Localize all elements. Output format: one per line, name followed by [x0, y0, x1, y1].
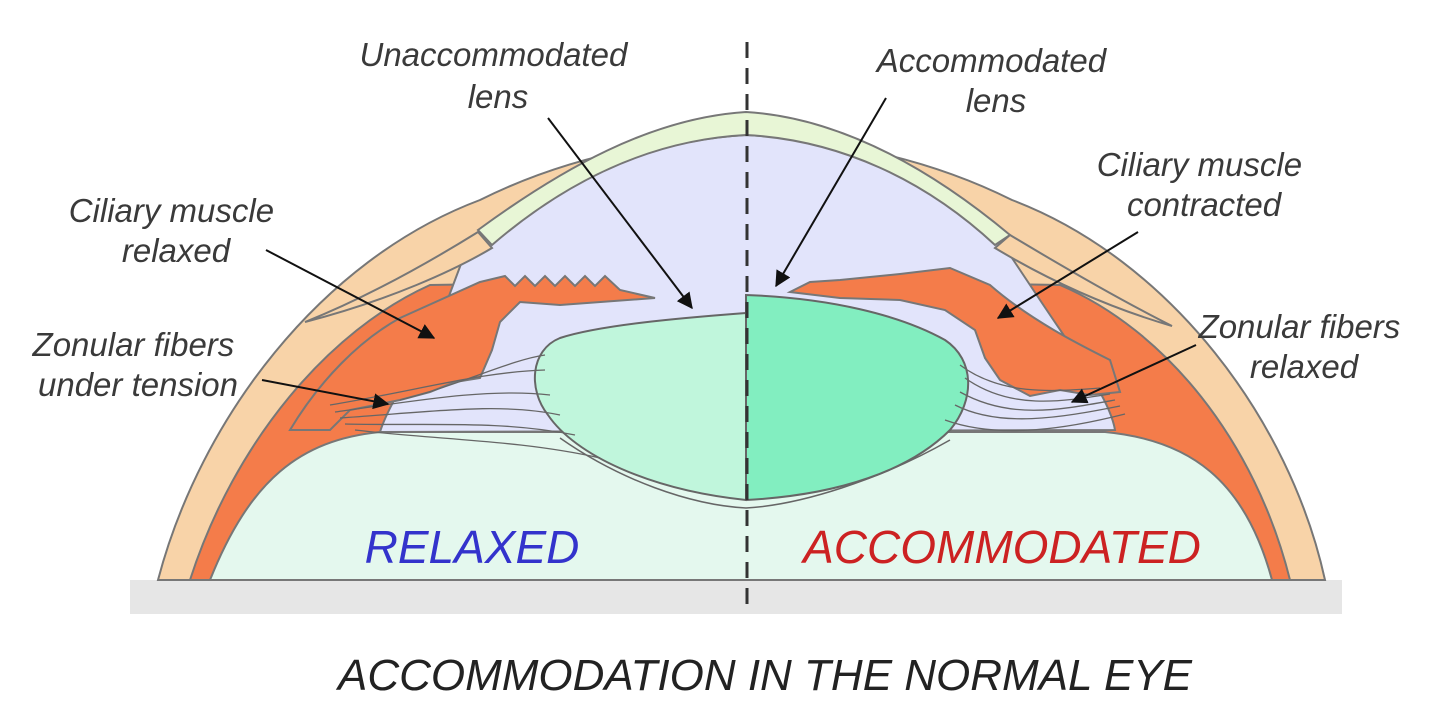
- arrow-accommodated-lens: [775, 97, 887, 288]
- label-unaccommodated-lens: Unaccommodated lens: [360, 36, 637, 115]
- posterior-capsule-line: [559, 437, 951, 509]
- label-ciliary-contracted: Ciliary muscle contracted: [1097, 146, 1312, 223]
- diagram-caption: ACCOMMODATION IN THE NORMAL EYE: [335, 651, 1193, 700]
- base-bar: [130, 580, 1342, 614]
- left-scleral-spur: [304, 230, 494, 323]
- arrow-ciliary-contracted: [996, 231, 1139, 319]
- state-accommodated: ACCOMMODATED: [800, 521, 1201, 573]
- callout-arrows: [261, 97, 1197, 410]
- right-scleral-spur: [993, 233, 1173, 327]
- zonular-fibers-left: [329, 354, 601, 459]
- arrow-ciliary-relaxed: [265, 249, 436, 339]
- label-zonular-tension: Zonular fibers under tension: [32, 326, 244, 403]
- vitreous-body: [208, 431, 1274, 581]
- lens-relaxed: [533, 311, 747, 502]
- arrow-zonular-tension: [261, 379, 390, 410]
- arrow-zonular-relaxed: [1070, 344, 1197, 404]
- label-ciliary-relaxed: Ciliary muscle relaxed: [69, 192, 284, 269]
- ciliary-muscle-contracted: [786, 266, 1122, 398]
- label-zonular-relaxed: Zonular fibers relaxed: [1198, 308, 1410, 385]
- label-accommodated-lens: Accommodated lens: [875, 42, 1115, 119]
- lens-accommodated: [745, 293, 970, 502]
- arrow-unaccommodated-lens: [547, 117, 693, 310]
- state-relaxed: RELAXED: [365, 521, 580, 573]
